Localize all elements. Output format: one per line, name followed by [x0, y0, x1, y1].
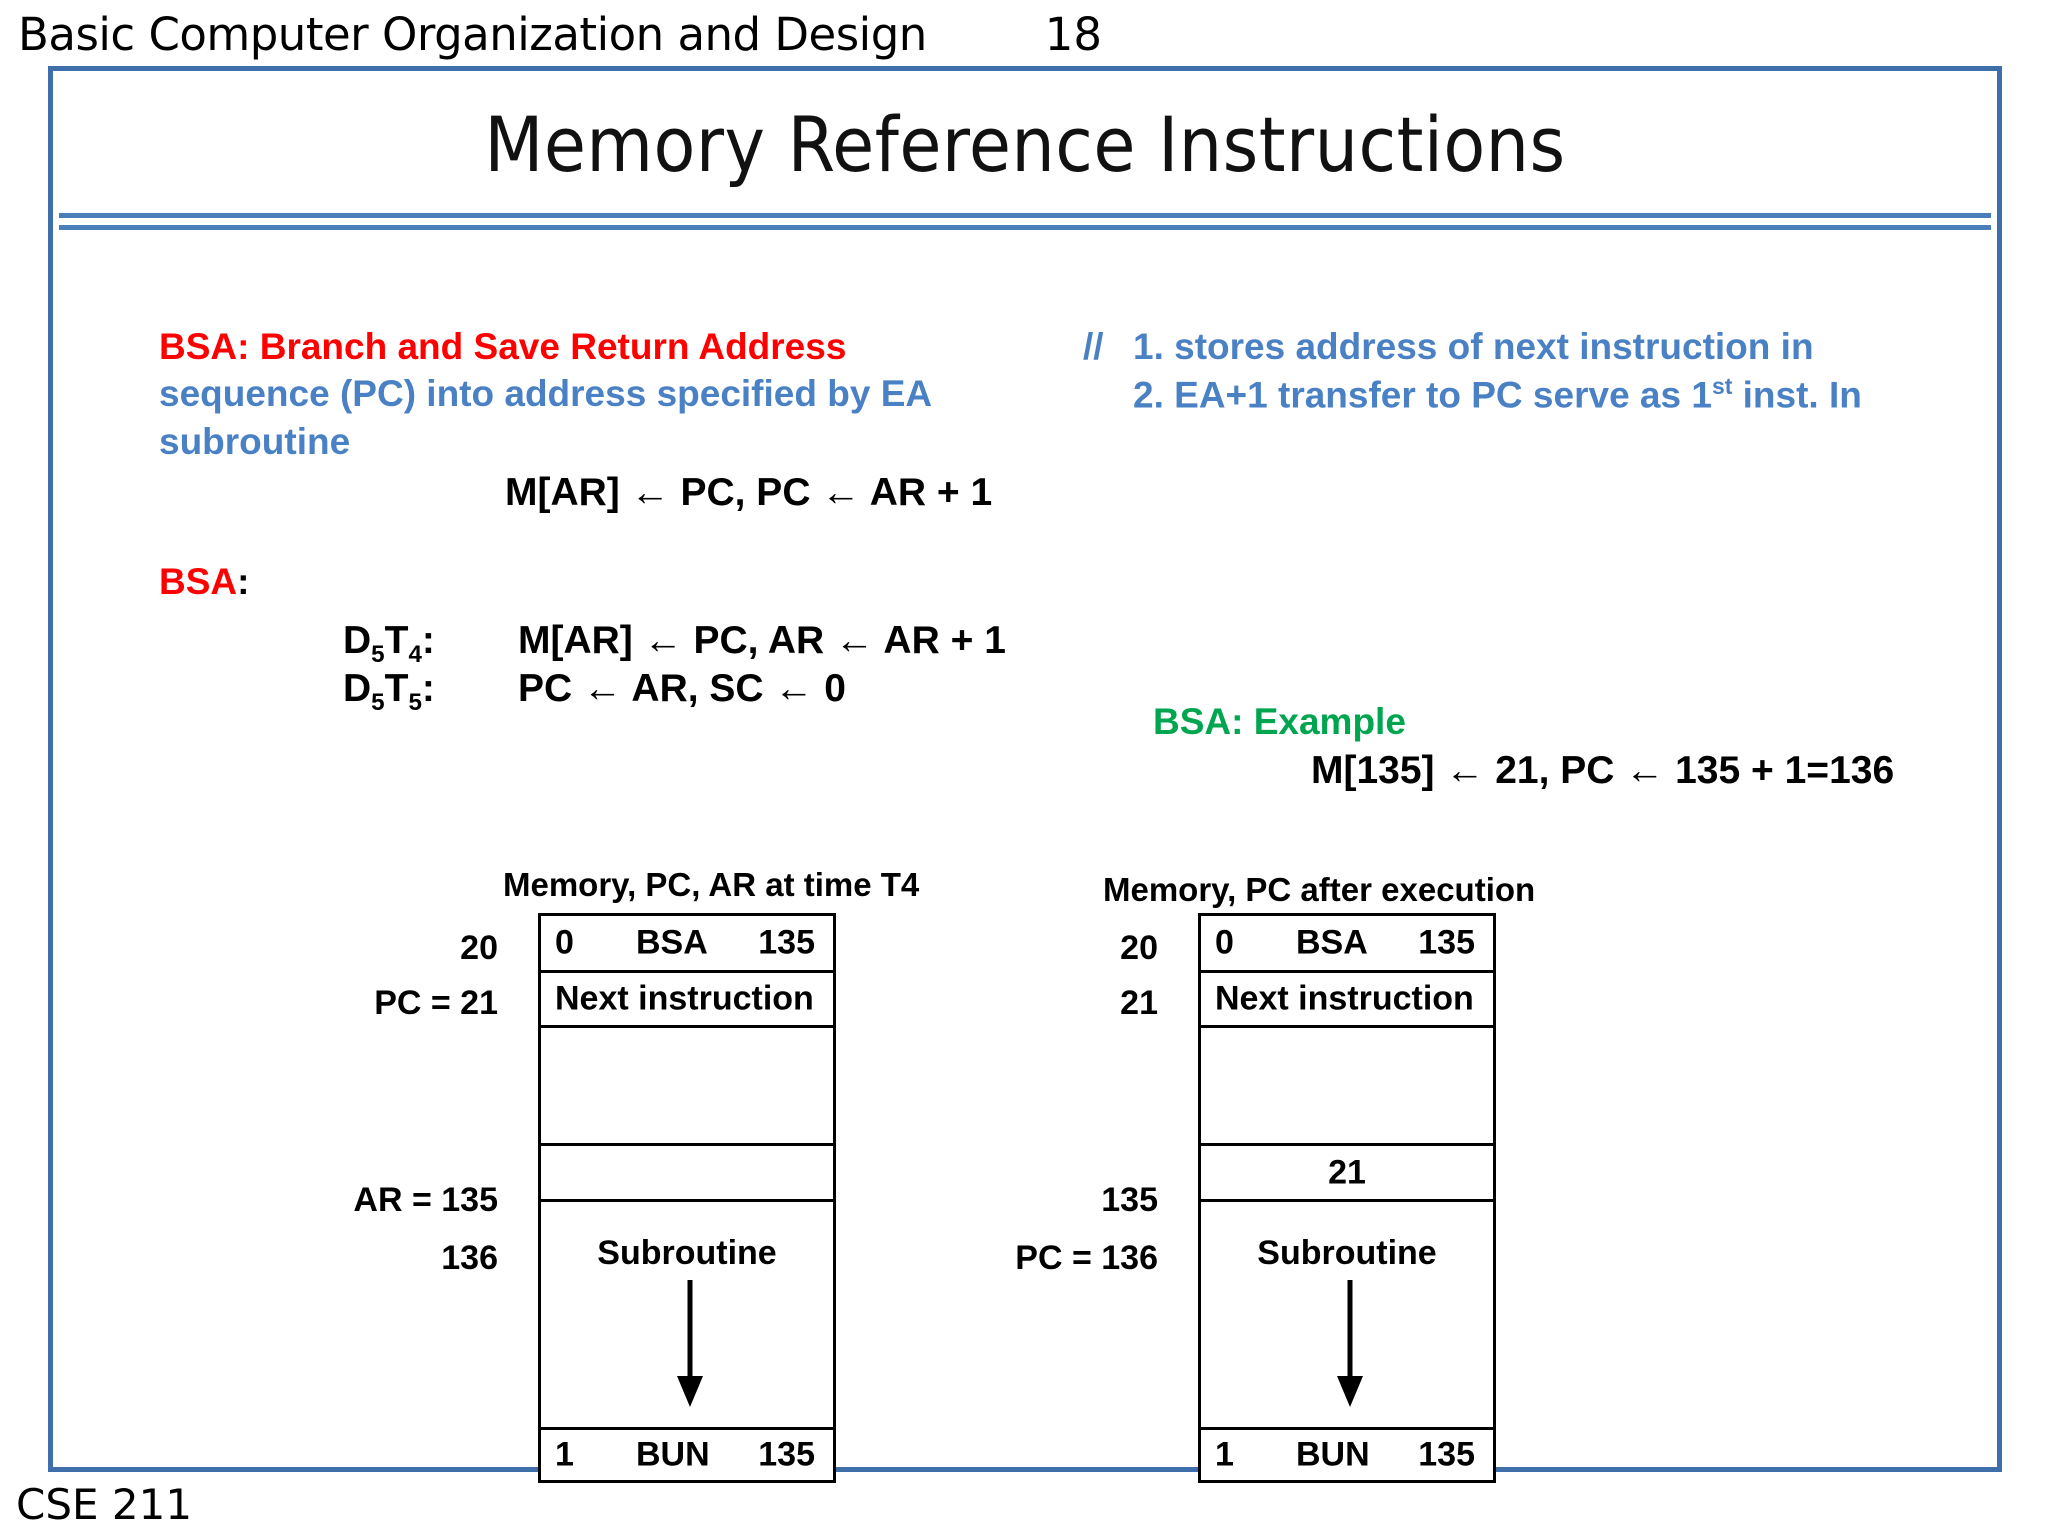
memory-cell-saved-value: 21: [1328, 1153, 1366, 1191]
microop-row-1-expression: PC ← AR, SC ← 0: [518, 667, 846, 710]
rtl-summary-expression: M[AR] ← PC, PC ← AR + 1: [505, 471, 993, 514]
microop-d: D: [343, 667, 372, 710]
microop-t: T: [384, 667, 409, 710]
divider-line-top: [59, 213, 1991, 218]
diagram-right-label-1: 21: [1120, 984, 1158, 1022]
instruction-address: 135: [758, 923, 815, 962]
example-expression: M[135] ← 21, PC ← 135 + 1=136: [1311, 749, 1895, 792]
microops-heading-colon: :: [237, 561, 250, 602]
instruction-opcode: BUN: [1296, 1435, 1370, 1474]
memory-cell-instruction: 0 BSA 135: [1201, 916, 1493, 970]
diagram-right-memory-table: 0 BSA 135 Next instruction 21 Subroutine: [1198, 913, 1496, 1483]
footer-course-code: CSE 211: [16, 1480, 193, 1529]
instruction-opcode: BSA: [636, 923, 708, 962]
diagram-left-label-1: PC = 21: [374, 984, 498, 1022]
table-row: 21: [1201, 1146, 1493, 1202]
memory-cell-subroutine: Subroutine: [1257, 1234, 1437, 1272]
header-topic-title: Basic Computer Organization and Design: [18, 7, 927, 61]
microop-colon: :: [421, 619, 435, 662]
table-row: Next instruction: [1201, 973, 1493, 1028]
table-row: [541, 1146, 833, 1202]
microop-d-sub: 5: [371, 688, 385, 716]
instruction-address: 135: [1418, 923, 1475, 962]
bsa-definition-line2: sequence (PC) into address specified by …: [159, 373, 933, 414]
instruction-address: 135: [758, 1435, 815, 1474]
microop-row-1-condition: D5T5:: [343, 667, 435, 717]
instruction-opcode: BSA: [1296, 923, 1368, 962]
divider-line-bottom: [59, 225, 1991, 230]
memory-cell-instruction: 1 BUN 135: [541, 1430, 833, 1480]
memory-cell-subroutine: Subroutine: [597, 1234, 777, 1272]
diagram-right-label-0: 20: [1120, 929, 1158, 967]
table-row: 1 BUN 135: [1201, 1430, 1493, 1480]
comment-marker: //: [1083, 326, 1104, 367]
microop-d: D: [343, 619, 372, 662]
diagram-left-caption: Memory, PC, AR at time T4: [503, 866, 920, 903]
instruction-mode-bit: 0: [555, 923, 574, 962]
bsa-definition-line3: subroutine: [159, 421, 351, 462]
slide-title-area: Memory Reference Instructions: [53, 71, 1997, 217]
subroutine-flow-arrow-icon: [677, 1280, 703, 1407]
comment-note-1: 1. stores address of next instruction in: [1133, 326, 1814, 367]
bsa-definition-heading: BSA: Branch and Save Return Address: [159, 326, 847, 367]
instruction-mode-bit: 1: [1215, 1435, 1234, 1474]
page-title: Memory Reference Instructions: [484, 99, 1566, 189]
microop-t-sub: 5: [408, 688, 422, 716]
subroutine-flow-arrow-icon: [1337, 1280, 1363, 1407]
diagram-left-memory-table: 0 BSA 135 Next instruction Subroutine: [538, 913, 836, 1483]
table-row: Subroutine: [541, 1202, 833, 1430]
table-row: 0 BSA 135: [541, 916, 833, 973]
example-heading: BSA: Example: [1153, 701, 1406, 742]
comment-note-2-text: 2. EA+1 transfer to PC serve as 1: [1133, 374, 1712, 416]
microop-t: T: [384, 619, 409, 662]
table-row: [541, 1028, 833, 1146]
microop-row-0-expression: M[AR] ← PC, AR ← AR + 1: [518, 619, 1006, 662]
instruction-address: 135: [1418, 1435, 1475, 1474]
memory-cell-text: Next instruction: [1215, 979, 1474, 1018]
diagram-right-label-3: 135: [1101, 1181, 1158, 1219]
table-row: Subroutine: [1201, 1202, 1493, 1430]
diagram-right-caption: Memory, PC after execution: [1103, 871, 1536, 908]
microop-row-0-condition: D5T4:: [343, 619, 435, 669]
slide-frame: Memory Reference Instructions BSA: Branc…: [48, 66, 2002, 1483]
microop-d-sub: 5: [371, 640, 385, 668]
instruction-mode-bit: 1: [555, 1435, 574, 1474]
memory-cell-text: Next instruction: [555, 979, 814, 1018]
title-divider-rule: [59, 213, 1991, 231]
instruction-mode-bit: 0: [1215, 923, 1234, 962]
microop-colon: :: [421, 667, 435, 710]
table-row: 1 BUN 135: [541, 1430, 833, 1480]
diagram-right-label-4: PC = 136: [1015, 1239, 1158, 1277]
comment-note-2: 2. EA+1 transfer to PC serve as 1st inst…: [1133, 373, 1862, 416]
microops-heading-name: BSA: [159, 561, 238, 602]
comment-note-2-tail: inst. In: [1732, 374, 1862, 416]
instruction-opcode: BUN: [636, 1435, 710, 1474]
memory-cell-instruction: 0 BSA 135: [541, 916, 833, 970]
table-row: 0 BSA 135: [1201, 916, 1493, 973]
slide-header: Basic Computer Organization and Design 1…: [18, 6, 1918, 62]
diagram-left-label-0: 20: [460, 929, 498, 967]
diagram-left-label-4: 136: [441, 1239, 498, 1277]
table-row: Next instruction: [541, 973, 833, 1028]
table-row: [1201, 1028, 1493, 1146]
ordinal-suffix: st: [1711, 373, 1733, 399]
diagram-left-label-3: AR = 135: [353, 1181, 498, 1219]
memory-cell-instruction: 1 BUN 135: [1201, 1430, 1493, 1480]
microop-t-sub: 4: [408, 640, 422, 668]
header-slide-number: 18: [1044, 7, 1103, 61]
microops-heading: BSA:: [159, 561, 249, 603]
